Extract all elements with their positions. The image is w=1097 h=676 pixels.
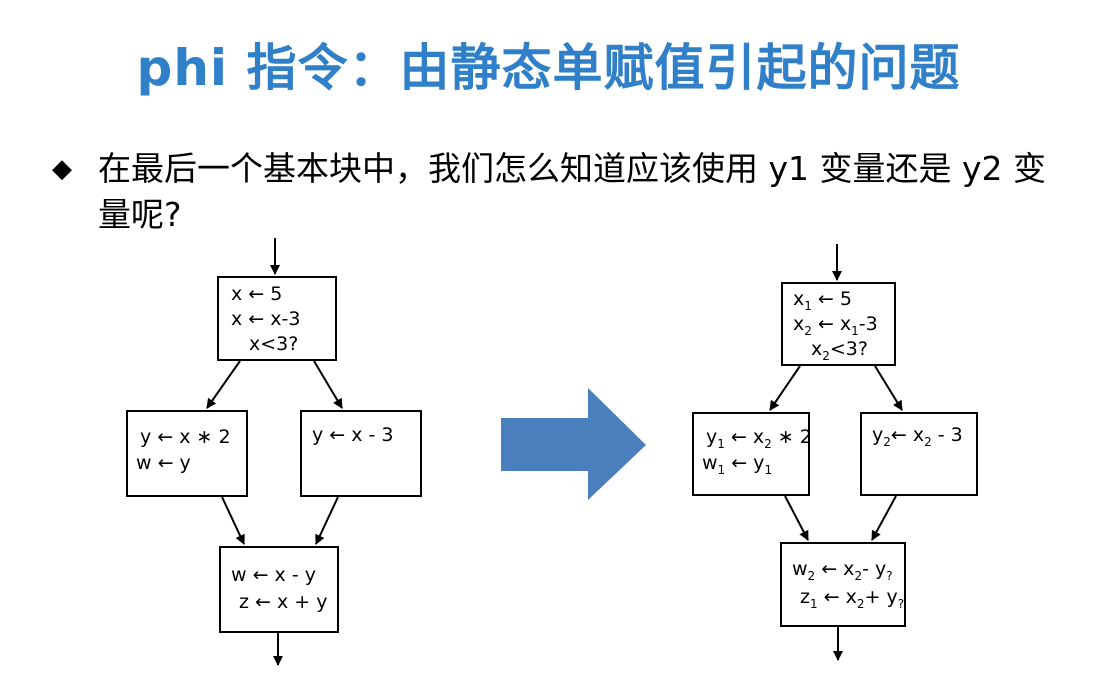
- left-top-block: x ← 5 x ← x-3 x<3?: [217, 276, 337, 361]
- code-line: y ← x - 3: [312, 424, 394, 446]
- subscript: 1: [764, 463, 773, 477]
- subscript: 1: [804, 299, 812, 313]
- subscript: 2: [822, 349, 830, 363]
- left-edge-top-to-left: [206, 360, 241, 409]
- right-edge-left-to-bottom: [784, 495, 809, 541]
- code-line: y2← x2 - 3: [872, 424, 963, 453]
- left-edge-top-to-right: [313, 360, 343, 409]
- subscript: 2: [804, 324, 812, 338]
- bullet-diamond-icon: ◆: [52, 154, 72, 184]
- code-text: x: [793, 288, 805, 310]
- code-line: x ← x-3: [231, 308, 301, 330]
- subscript: 2: [856, 597, 865, 611]
- right-bottom-block: w2 ← x2- y? z1 ← x2+ y?: [780, 542, 906, 627]
- subscript: ?: [886, 569, 893, 583]
- bullet-text: 在最后一个基本块中，我们怎么知道应该使用 y1 变量还是 y2 变量呢?: [98, 149, 1047, 234]
- code-line: x2<3?: [811, 338, 868, 367]
- transform-arrow-icon: [501, 388, 646, 500]
- code-text: ← y: [725, 452, 765, 474]
- code-line: x<3?: [249, 333, 299, 355]
- code-text: - y: [862, 558, 887, 580]
- code-text: -3: [858, 313, 878, 335]
- code-text: ← x: [811, 313, 852, 335]
- right-edge-top-to-right: [874, 365, 903, 411]
- left-right-block: y ← x - 3: [300, 410, 422, 497]
- code-line: z ← x + y: [239, 591, 328, 613]
- code-text: ∗ 2: [771, 426, 812, 448]
- code-text: x: [793, 313, 805, 335]
- subscript: 2: [854, 569, 863, 583]
- code-text: + y: [864, 586, 898, 608]
- right-top-block: x1 ← 5 x2 ← x1-3 x2<3?: [781, 282, 896, 366]
- right-edge-top-to-left: [769, 365, 801, 411]
- code-text: y: [872, 424, 884, 446]
- left-left-block: y ← x ∗ 2 w ← y: [126, 410, 248, 497]
- code-text: w: [702, 452, 718, 474]
- page-title: phi 指令：由静态单赋值引起的问题: [136, 39, 961, 97]
- code-text: <3?: [829, 338, 868, 360]
- subscript: ?: [897, 597, 905, 611]
- code-text: x: [811, 338, 823, 360]
- code-line: w ← y: [136, 452, 191, 474]
- code-line: x2 ← x1-3: [793, 313, 878, 342]
- code-text: ← x: [817, 586, 857, 608]
- code-text: - 3: [931, 424, 963, 446]
- subscript: 1: [809, 597, 818, 611]
- code-line: w1 ← y1: [702, 452, 772, 481]
- subscript: 1: [717, 437, 725, 451]
- right-edge-right-to-bottom: [871, 495, 897, 541]
- right-left-block: y1 ← x2 ∗ 2 w1 ← y1: [692, 412, 812, 496]
- code-line: y1 ← x2 ∗ 2: [706, 426, 812, 455]
- right-right-block: y2← x2 - 3: [860, 412, 978, 496]
- code-line: x1 ← 5: [793, 288, 852, 317]
- left-edge-left-to-bottom: [221, 496, 245, 545]
- code-text: w: [792, 558, 808, 580]
- subscript: 2: [764, 437, 772, 451]
- code-text: ← x: [815, 558, 855, 580]
- code-text: ← x: [890, 424, 925, 446]
- subscript: 2: [924, 435, 932, 449]
- code-text: ← x: [724, 426, 765, 448]
- subscript: 1: [717, 463, 726, 477]
- code-text: ← 5: [811, 288, 852, 310]
- code-line: y ← x ∗ 2: [140, 426, 231, 448]
- left-edge-right-to-bottom: [315, 496, 339, 545]
- left-bottom-block: w ← x - y z ← x + y: [219, 546, 339, 633]
- code-line: w2 ← x2- y?: [792, 558, 893, 587]
- code-line: x ← 5: [231, 283, 283, 305]
- code-line: w ← x - y: [231, 564, 316, 586]
- subscript: 1: [851, 324, 859, 338]
- code-text: y: [706, 426, 718, 448]
- subscript: 2: [883, 435, 891, 449]
- subscript: 2: [807, 569, 816, 583]
- code-text: z: [800, 586, 810, 608]
- code-line: z1 ← x2+ y?: [800, 586, 904, 615]
